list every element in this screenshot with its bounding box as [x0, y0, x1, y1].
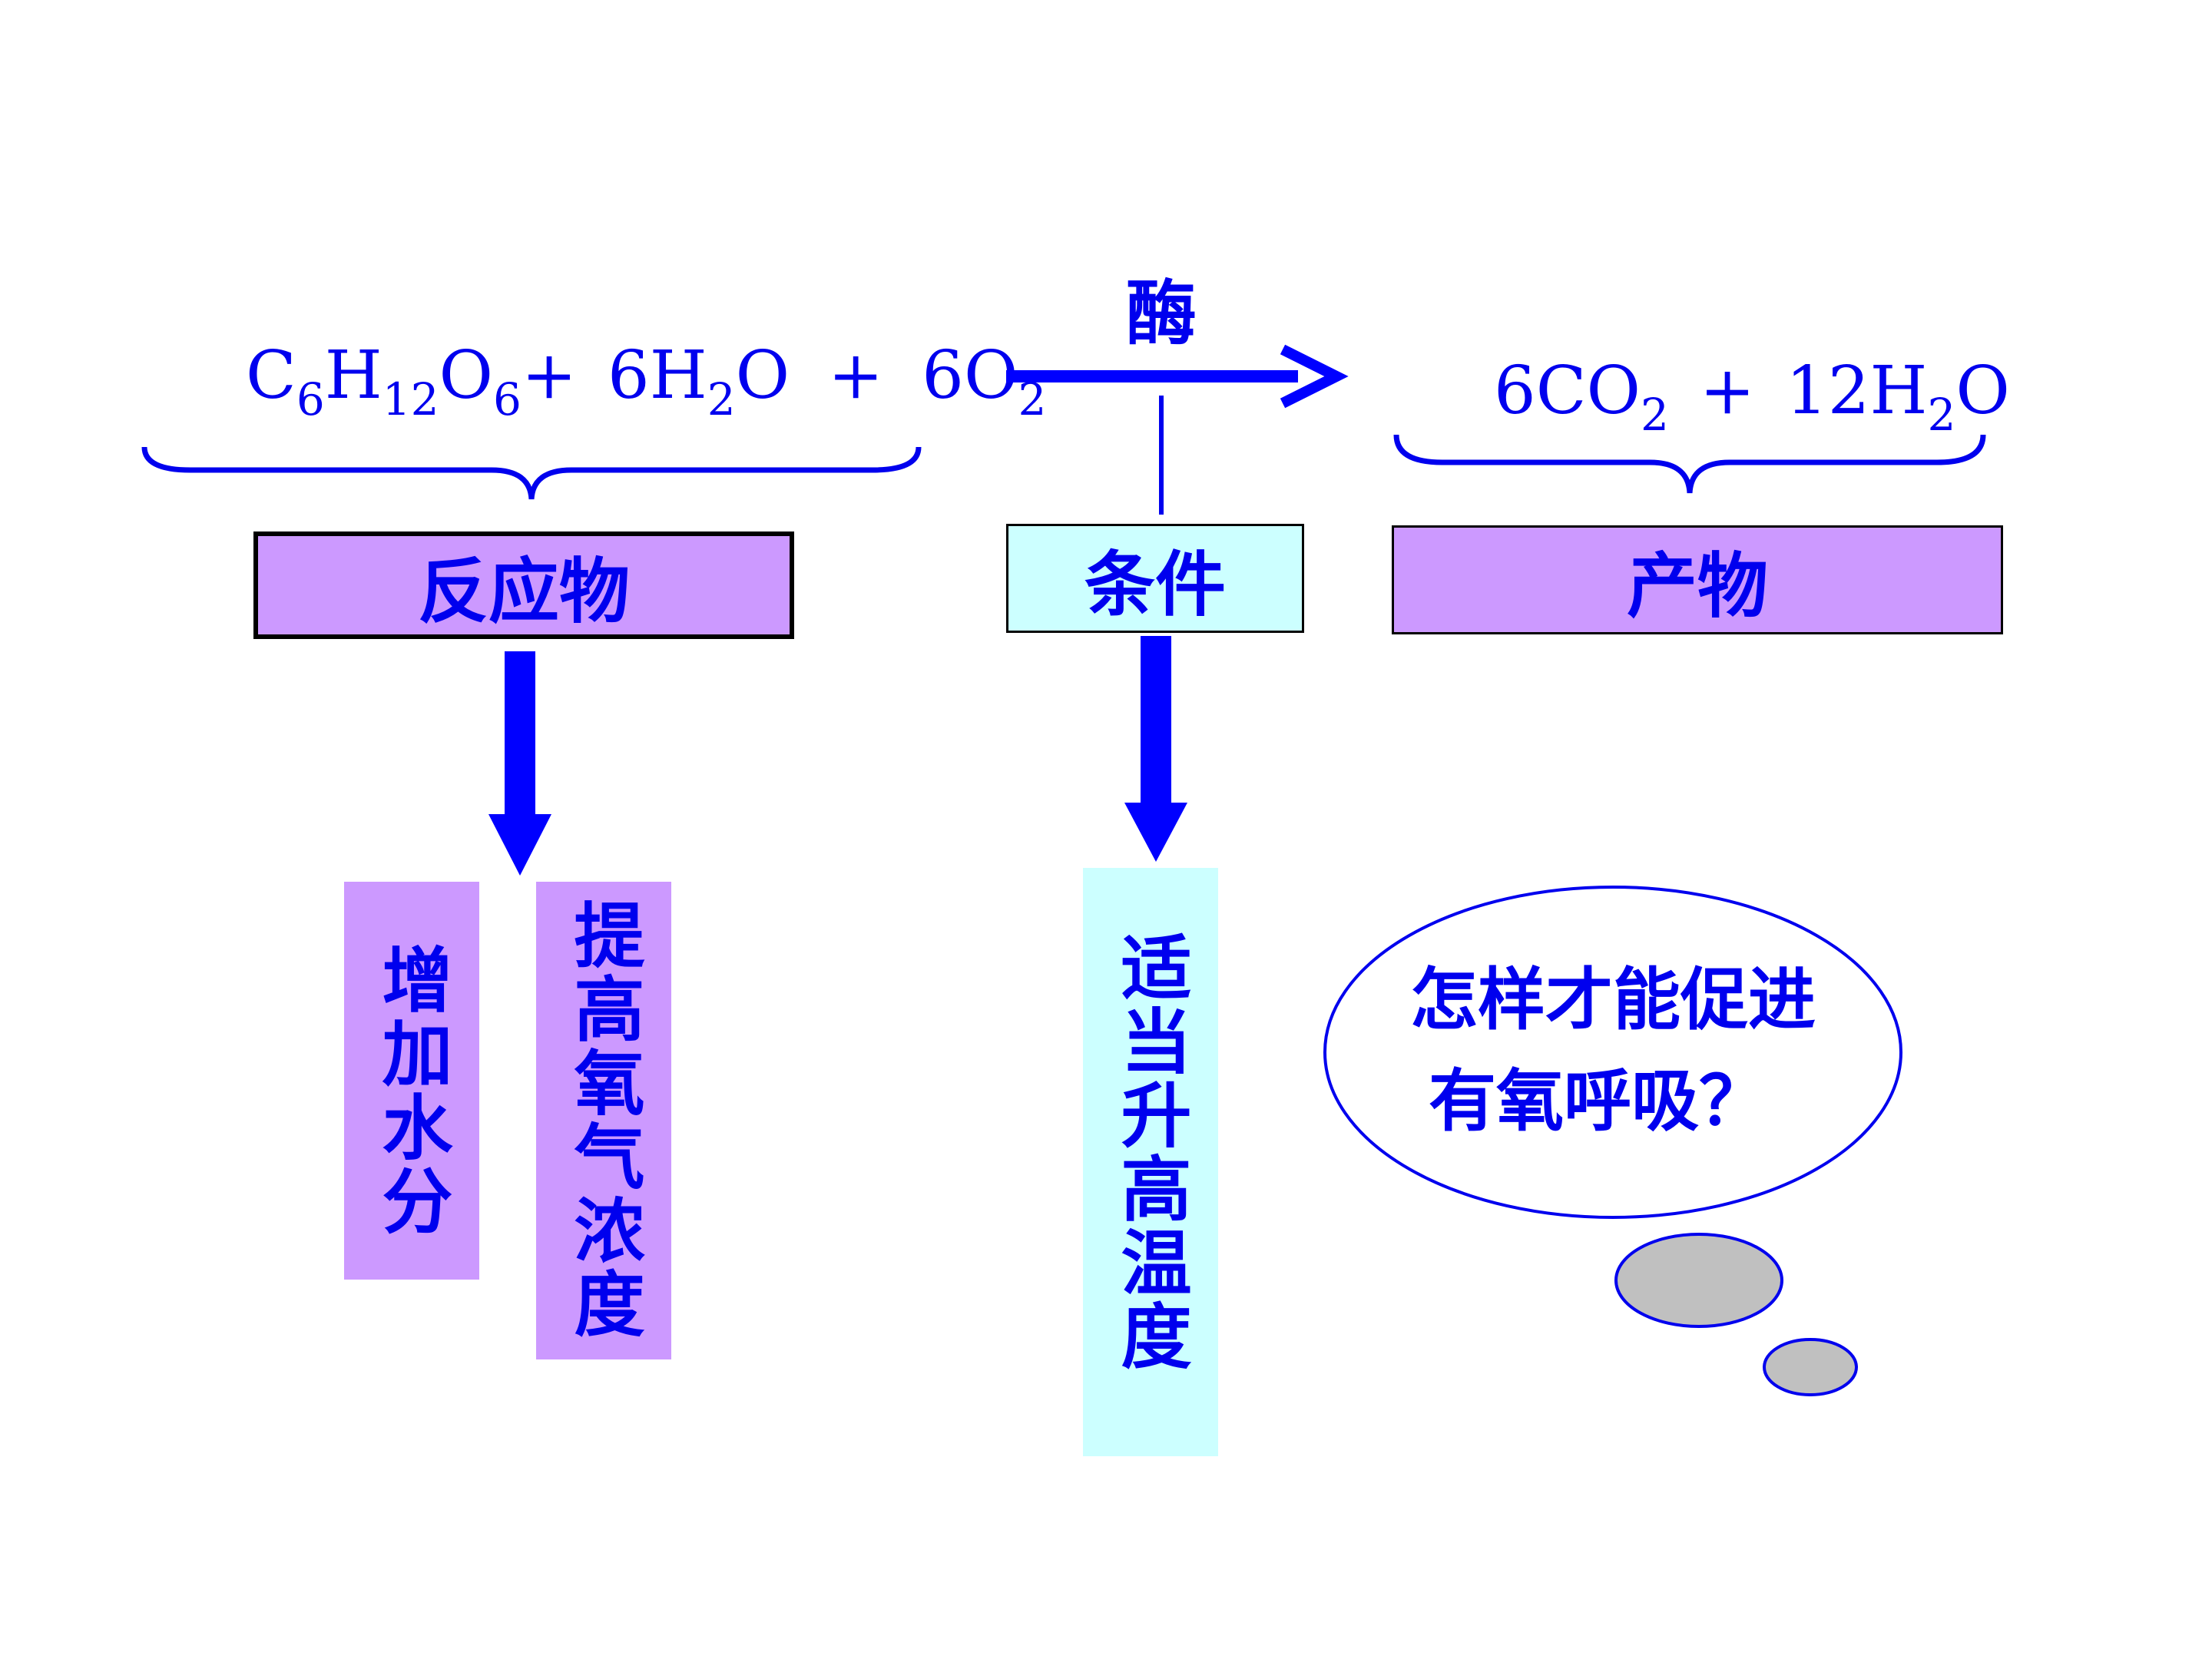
reactants-formula: C6H12O6+6H2O+6O2: [246, 337, 1046, 426]
conditions-down-arrow: [1124, 636, 1187, 862]
reactants-label: 反应物: [417, 549, 630, 633]
thought-dot-small: [1763, 1338, 1858, 1396]
raise-oxygen-label: 提高氧气浓度: [562, 899, 645, 1341]
thought-dot-large: [1614, 1233, 1783, 1328]
thought-question: 怎样才能促进 有氧呼吸？: [1352, 949, 1874, 1151]
thought-bubble: [1323, 886, 1902, 1219]
products-formula: 6CO2+12H2O: [1494, 353, 2010, 441]
increase-water-box: 增加水分: [344, 882, 479, 1280]
reactants-box: 反应物: [253, 531, 794, 639]
reactants-down-arrow: [488, 651, 551, 876]
products-label: 产物: [1626, 544, 1768, 628]
increase-water-label: 增加水分: [370, 943, 453, 1238]
thought-line-2: 有氧呼吸？: [1428, 1061, 1767, 1141]
products-box: 产物: [1392, 525, 2003, 634]
raise-oxygen-box: 提高氧气浓度: [536, 882, 671, 1359]
reaction-arrow-head: [1280, 344, 1349, 409]
thought-line-1: 怎样才能促进: [1409, 959, 1816, 1039]
conditions-label: 条件: [1084, 542, 1226, 626]
raise-temperature-label: 适当升高温度: [1109, 931, 1192, 1373]
products-brace: [1393, 434, 1986, 494]
conditions-box: 条件: [1006, 524, 1304, 633]
raise-temperature-box: 适当升高温度: [1083, 868, 1218, 1456]
reactants-brace: [141, 446, 922, 500]
arrow-label-enzyme: 酶: [1126, 272, 1197, 355]
